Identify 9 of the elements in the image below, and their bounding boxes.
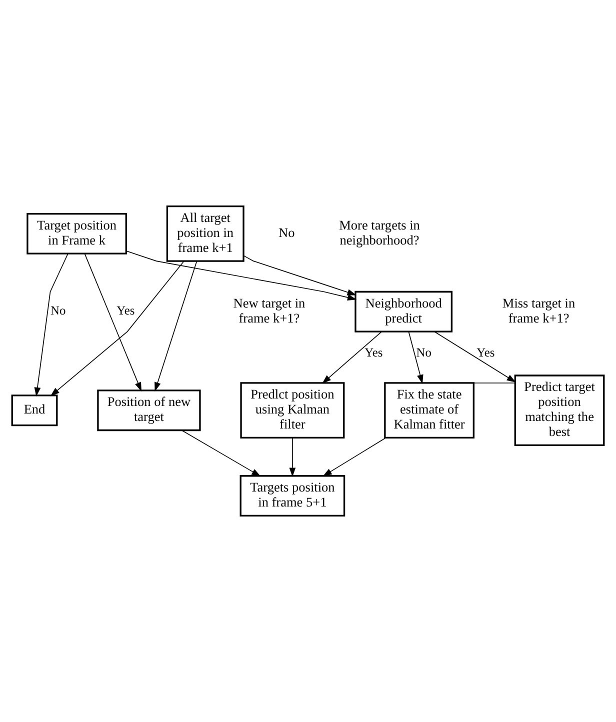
label: No	[278, 224, 295, 240]
edge-label: Yes	[364, 345, 383, 360]
label: Miss target in frame k+1?	[502, 295, 576, 326]
label: New target in frame k+1?	[233, 295, 306, 326]
edge-label: Yes	[476, 345, 495, 360]
edge-label: No	[416, 345, 432, 360]
edge-label: Yes	[116, 304, 135, 318]
edge-label: No	[50, 304, 66, 318]
label: More targets in neighborhood?	[339, 217, 420, 248]
